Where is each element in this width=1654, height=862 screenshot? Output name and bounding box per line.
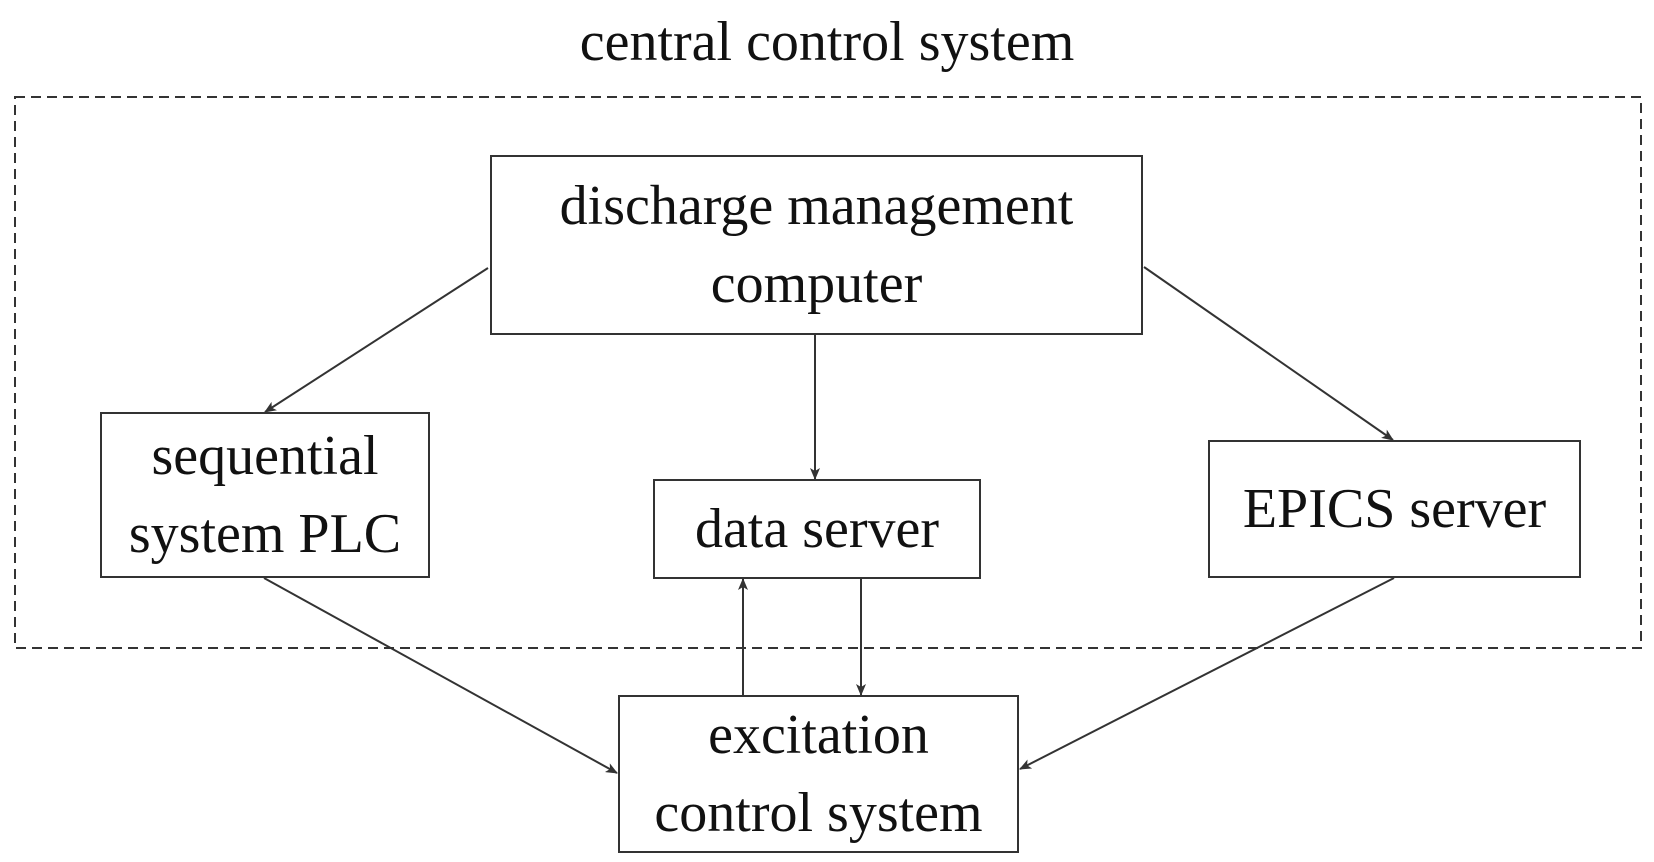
data-server-label: data server bbox=[694, 498, 940, 560]
data-server-node: data server bbox=[653, 479, 981, 579]
edge-epics-to-excitation bbox=[1019, 577, 1395, 770]
discharge-management-computer-node: discharge management computer bbox=[490, 155, 1143, 335]
excitation-control-system-node: excitation control system bbox=[618, 695, 1019, 853]
edge-discharge-to-epics bbox=[1143, 266, 1394, 441]
edge-plc-to-excitation bbox=[263, 577, 618, 774]
edge-discharge-to-plc bbox=[264, 267, 489, 413]
discharge-management-computer-label-line-1: discharge management bbox=[559, 175, 1074, 237]
epics-server-node: EPICS server bbox=[1208, 440, 1581, 578]
central-control-system-label: central control system bbox=[579, 11, 1075, 73]
sequential-system-plc-node: sequential system PLC bbox=[100, 412, 430, 578]
discharge-management-computer-label-line-2: computer bbox=[710, 253, 923, 315]
sequential-system-plc-label-line-2: system PLC bbox=[128, 503, 402, 565]
epics-server-label: EPICS server bbox=[1242, 478, 1547, 540]
excitation-control-system-label-line-2: control system bbox=[654, 782, 983, 844]
excitation-control-system-label-line-1: excitation bbox=[708, 704, 929, 766]
sequential-system-plc-label-line-1: sequential bbox=[151, 425, 379, 487]
